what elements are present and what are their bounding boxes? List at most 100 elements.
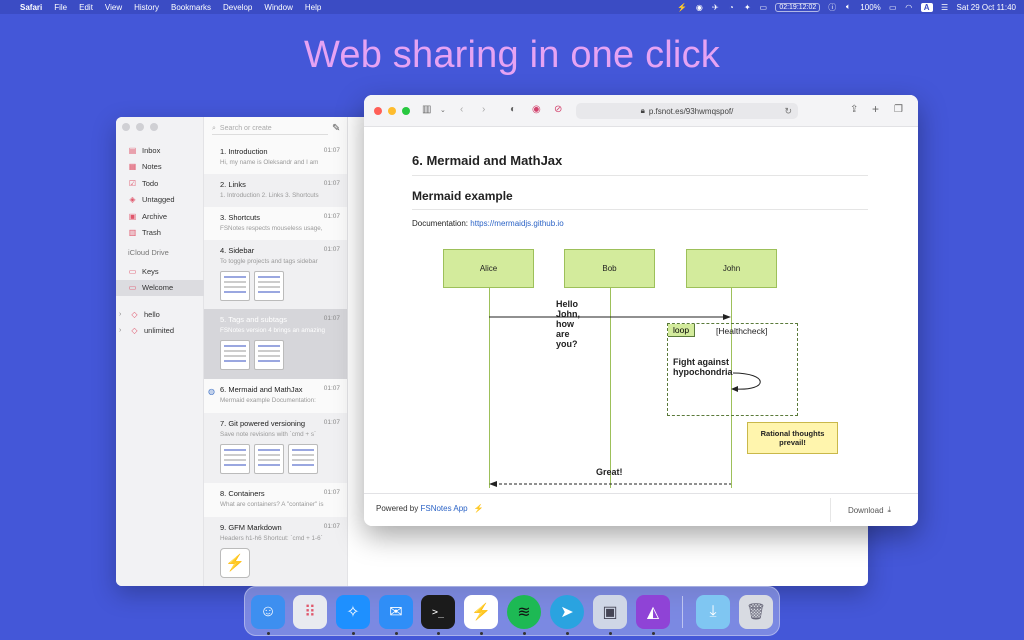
menu-window[interactable]: Window (264, 2, 293, 12)
back-icon[interactable]: ‹ (460, 104, 464, 115)
documentation-link[interactable]: https://mermaidjs.github.io (470, 219, 564, 228)
control-center-icon[interactable]: ☰ (940, 2, 949, 12)
mail-icon: ✉ (389, 604, 403, 621)
note-preview: FSNotes version 4 brings an amazing (220, 327, 325, 334)
shield-icon[interactable]: ◐ (510, 104, 517, 115)
safari-window: ▥ ⌄ ‹ › ◐ ◉ ⊘ 🔒︎ p.fsnot.es/93hwmqspof/ … (364, 95, 918, 526)
tabs-overview-icon[interactable]: ❐ (894, 104, 903, 115)
menu-file[interactable]: File (54, 2, 68, 12)
affinity-icon: ◭ (646, 604, 660, 621)
telegram-icon: ➤ (560, 604, 574, 621)
tag-icon: ◇ (131, 326, 138, 336)
dock-preview[interactable]: ▣ (593, 595, 627, 629)
trash-icon: ▥ (128, 228, 137, 238)
chevron-right-icon[interactable]: › (119, 310, 122, 318)
menubar-datetime[interactable]: Sat 29 Oct 11:40 (956, 2, 1016, 12)
sidebar-item-trash[interactable]: ▥Trash (116, 225, 204, 242)
coffee-status-icon[interactable]: ◉ (695, 2, 703, 12)
battery-percentage[interactable]: 100% (860, 2, 881, 12)
address-bar[interactable]: 🔒︎ p.fsnot.es/93hwmqspof/ ↻ (576, 103, 798, 119)
sidebar-item-archive[interactable]: ▣Archive (116, 208, 204, 225)
fsnotes-link[interactable]: FSNotes App (420, 504, 468, 513)
loop-block: loop [Healthcheck] (667, 323, 798, 416)
sidebar-item-welcome[interactable]: ▭Welcome (116, 279, 204, 296)
minimize-button[interactable] (388, 107, 396, 115)
compose-icon[interactable]: ✎ (332, 123, 341, 134)
dock-mail[interactable]: ✉ (379, 595, 413, 629)
volume-icon[interactable]: 🔈︎ (845, 2, 851, 11)
note-title: 9. GFM Markdown (220, 523, 282, 532)
timer-readout[interactable]: 02:19:12:02 (775, 2, 821, 12)
search-field[interactable]: ⌕ Search or create (212, 123, 328, 135)
close-button[interactable] (374, 107, 382, 115)
note-time: 01:07 (323, 147, 340, 154)
sidebar-item-keys[interactable]: ▭Keys (116, 263, 204, 280)
dock-downloads[interactable]: ⤓ (696, 595, 730, 629)
extension-icon[interactable]: ⊘ (554, 104, 563, 115)
new-tab-icon[interactable]: + (872, 102, 880, 116)
note-preview: Save note revisions with `cmd + s` (220, 431, 317, 438)
sidebar-tag-hello[interactable]: ›◇hello (116, 306, 204, 323)
sidebar-item-label: unlimited (144, 326, 175, 336)
dock-trash[interactable]: 🗑︎ (739, 595, 773, 629)
menu-app-name[interactable]: Safari (20, 2, 43, 12)
dock-safari[interactable]: ✧ (336, 595, 370, 629)
trash-can-icon: 🗑︎ (745, 604, 767, 621)
menu-bookmarks[interactable]: Bookmarks (171, 2, 212, 12)
chevron-right-icon[interactable]: › (119, 327, 122, 335)
screen-status-icon[interactable]: ▭ (759, 2, 768, 12)
menu-view[interactable]: View (104, 2, 123, 12)
sidebar-item-notes[interactable]: ▦Notes (116, 159, 204, 176)
dock-affinity-photo[interactable]: ◭ (636, 595, 670, 629)
sidebar-item-inbox[interactable]: ▤Inbox (116, 142, 204, 159)
pin-status-icon[interactable]: ✦ (743, 2, 751, 12)
zoom-button[interactable] (150, 123, 158, 131)
download-button[interactable]: Download ⤓ (830, 498, 908, 522)
chevron-down-icon[interactable]: ⌄ (440, 107, 446, 114)
extension-icon[interactable]: ◉ (532, 104, 541, 115)
tag-icon: ◇ (131, 309, 138, 319)
minimize-button[interactable] (136, 123, 144, 131)
wifi-icon[interactable]: ◠ (905, 2, 913, 12)
dock-fsnotes[interactable]: ⚡ (464, 595, 498, 629)
sidebar-item-todo[interactable]: ☑Todo (116, 175, 204, 192)
dock-separator (682, 596, 683, 628)
battery-icon[interactable]: ▭ (888, 2, 897, 12)
menu-edit[interactable]: Edit (79, 2, 93, 12)
input-source-badge[interactable]: A (920, 2, 933, 12)
fsnotes-status-icon[interactable]: ⚡ (677, 2, 688, 12)
dock-spotify[interactable]: ≋ (507, 595, 541, 629)
forward-icon[interactable]: › (482, 104, 486, 115)
note-time: 01:07 (323, 315, 340, 322)
close-button[interactable] (122, 123, 130, 131)
info-status-icon[interactable]: ⓘ (828, 2, 837, 12)
menu-history[interactable]: History (134, 2, 160, 12)
menu-develop[interactable]: Develop (223, 2, 253, 12)
dock-telegram[interactable]: ➤ (550, 595, 584, 629)
downloads-folder-icon: ⤓ (709, 603, 717, 620)
sidebar-item-untagged[interactable]: ◈Untagged (116, 192, 204, 209)
zoom-button[interactable] (402, 107, 410, 115)
dock-finder[interactable]: ☺ (251, 595, 285, 629)
airmail-status-icon[interactable]: ✈ (711, 2, 719, 12)
note-image-thumbnail (220, 444, 250, 474)
sidebar-item-label: Archive (142, 211, 168, 221)
menu-help[interactable]: Help (304, 2, 322, 12)
sidebar-toggle-icon[interactable]: ▥ (422, 104, 432, 115)
folder-icon: ▭ (128, 283, 137, 293)
share-icon[interactable]: ⇪ (850, 104, 859, 115)
reload-icon[interactable]: ↻ (784, 105, 792, 116)
timer-status-icon[interactable]: ◔ (728, 2, 734, 12)
sidebar-tag-unlimited[interactable]: › ◇ unlimited (116, 323, 204, 340)
dock-terminal[interactable]: >_ (421, 595, 455, 629)
dock-launchpad[interactable]: ⠿ (293, 595, 327, 629)
